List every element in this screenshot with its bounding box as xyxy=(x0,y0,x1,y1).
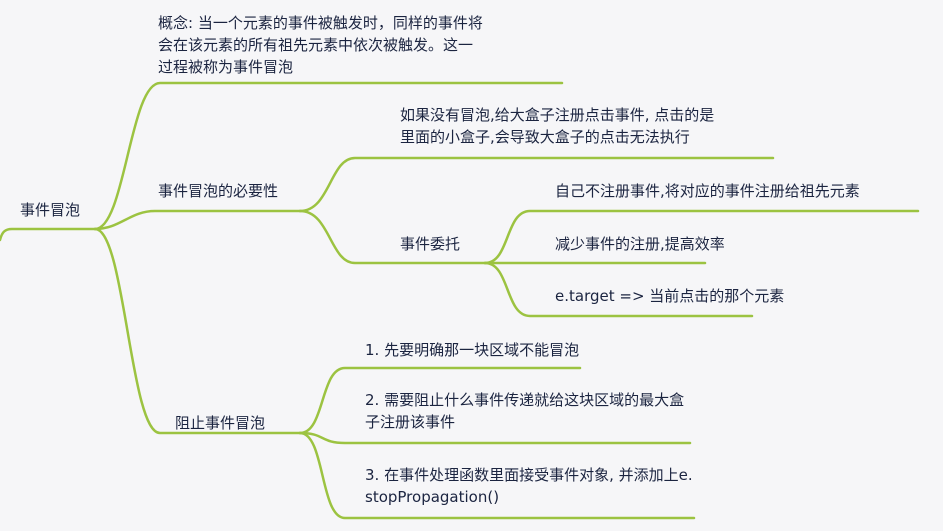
connector-step-1 xyxy=(298,366,582,435)
connector-concept xyxy=(93,81,564,231)
connector-stop xyxy=(93,227,302,435)
stop-bubbling-node[interactable]: 阻止事件冒泡 xyxy=(175,414,266,432)
without-line: 里面的小盒子,会导致大盒子的点击无法执行 xyxy=(400,128,690,146)
without-line: 如果没有冒泡,给大盒子注册点击事件, 点击的是 xyxy=(400,106,715,124)
connector-necessity xyxy=(93,209,302,231)
step-line: stopPropagation() xyxy=(365,488,500,506)
connector-delegation-1 xyxy=(483,209,920,265)
delegation-item[interactable]: e.target => 当前点击的那个元素 xyxy=(555,287,785,305)
stop-step-2[interactable]: 2. 需要阻止什么事件传递就给这块区域的最大盒 子注册该事件 xyxy=(365,389,684,433)
connector-delegation xyxy=(298,209,487,265)
concept-node[interactable]: 概念: 当一个元素的事件被触发时，同样的事件将 会在该元素的所有祖先元素中依次被… xyxy=(158,12,483,78)
connector-delegation-3 xyxy=(483,261,754,318)
step-line: 1. 先要明确那一块区域不能冒泡 xyxy=(365,341,580,359)
concept-line: 过程被称为事件冒泡 xyxy=(158,58,294,76)
delegation-item[interactable]: 减少事件的注册,提高效率 xyxy=(555,235,725,253)
connector-step-2 xyxy=(298,431,692,445)
delegation-node[interactable]: 事件委托 xyxy=(400,235,461,253)
step-line: 2. 需要阻止什么事件传递就给这块区域的最大盒 xyxy=(365,391,685,409)
connector-without xyxy=(298,156,775,213)
root-node[interactable]: 事件冒泡 xyxy=(20,201,81,219)
necessity-node[interactable]: 事件冒泡的必要性 xyxy=(158,182,279,200)
concept-line: 会在该元素的所有祖先元素中依次被触发。这一 xyxy=(158,36,474,54)
without-bubbling-node[interactable]: 如果没有冒泡,给大盒子注册点击事件, 点击的是 里面的小盒子,会导致大盒子的点击… xyxy=(400,104,714,148)
delegation-item[interactable]: 自己不注册事件,将对应的事件注册给祖先元素 xyxy=(555,182,860,200)
step-line: 子注册该事件 xyxy=(365,413,456,431)
connector-step-3 xyxy=(298,431,696,520)
stop-step-1[interactable]: 1. 先要明确那一块区域不能冒泡 xyxy=(365,339,579,361)
stop-step-3[interactable]: 3. 在事件处理函数里面接受事件对象, 并添加上e. stopPropagati… xyxy=(365,464,693,508)
step-line: 3. 在事件处理函数里面接受事件对象, 并添加上e. xyxy=(365,466,693,484)
concept-line: 概念: 当一个元素的事件被触发时，同样的事件将 xyxy=(158,14,483,32)
root-underline xyxy=(0,227,97,242)
